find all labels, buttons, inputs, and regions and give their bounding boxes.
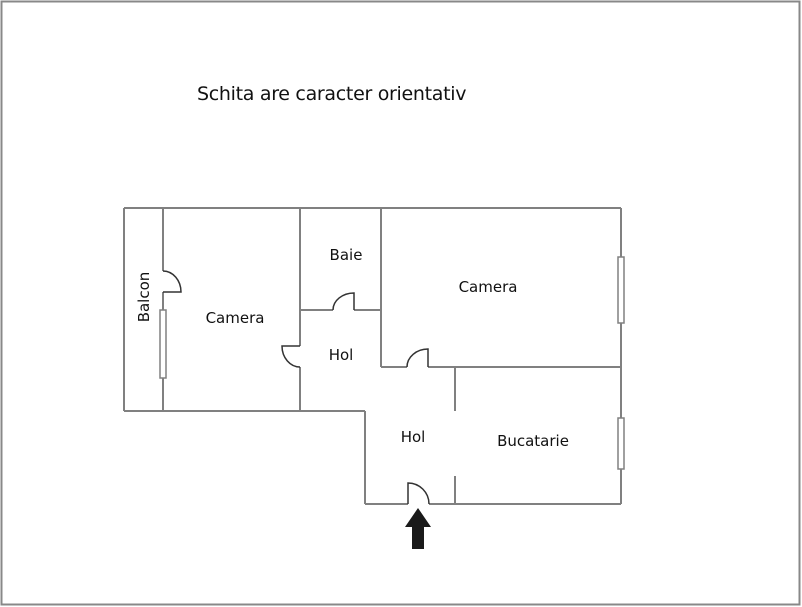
entrance-arrow-icon — [405, 508, 431, 549]
walls — [123, 207, 622, 505]
room-label-baie: Baie — [329, 246, 363, 264]
window-camera-right — [617, 256, 625, 324]
room-label-camera-right: Camera — [458, 278, 518, 296]
page-title: Schita are caracter orientativ — [197, 83, 467, 105]
door-camera-left — [281, 345, 301, 368]
door-entrance — [407, 482, 430, 505]
window-bucatarie — [617, 417, 625, 470]
room-label-hol-upper: Hol — [328, 346, 354, 364]
windows — [159, 256, 625, 470]
door-baie — [332, 292, 355, 311]
room-label-camera-left: Camera — [205, 309, 265, 327]
doors — [162, 270, 430, 505]
room-label-balcon: Balcon — [135, 271, 153, 323]
window-balcon — [159, 309, 167, 379]
door-camera-right — [406, 348, 429, 368]
room-label-bucatarie: Bucatarie — [497, 432, 569, 450]
door-balcon — [162, 270, 182, 293]
room-label-hol-lower: Hol — [400, 428, 426, 446]
